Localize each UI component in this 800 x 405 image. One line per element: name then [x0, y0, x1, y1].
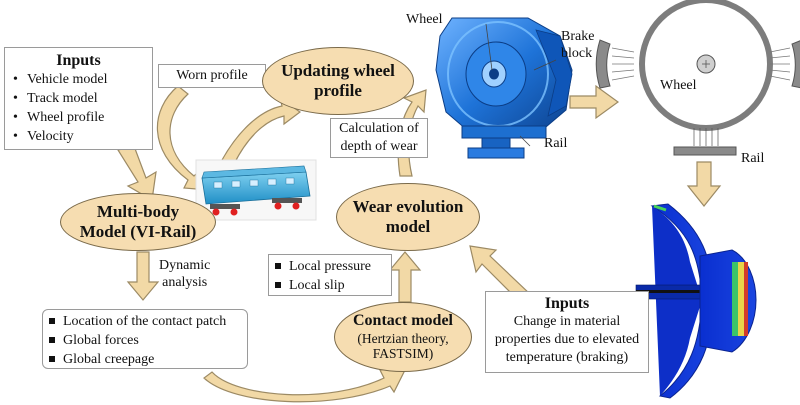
inputs-bottom-box: Inputs Change in material properties due… — [485, 291, 649, 373]
contact-line3: FASTSIM) — [372, 346, 434, 362]
schematic-label-wheel: Wheel — [660, 78, 697, 93]
arrow-contact-to-wear — [388, 251, 422, 303]
inputs-top-box: Inputs Vehicle model Track model Wheel p… — [4, 47, 153, 150]
multibody-line2: Model (VI-Rail) — [79, 222, 197, 241]
wear-line2: model — [385, 217, 431, 236]
inputs-top-item: Velocity — [11, 127, 146, 146]
wear-evolution-node: Wear evolution model — [336, 183, 480, 251]
wheel-3d-image — [435, 17, 573, 159]
dynamic-line1: Dynamic — [159, 258, 211, 273]
calculation-depth-box: Calculation of depth of wear — [330, 118, 428, 158]
inputs-bottom-line2: properties due to elevated — [494, 332, 640, 347]
wear-line1: Wear evolution — [352, 197, 464, 217]
fem-wheel-section-image — [635, 203, 757, 399]
dynamic-line2: analysis — [162, 274, 208, 290]
local-variables-list: Local pressure Local slip — [273, 257, 387, 295]
calc-line2: depth of wear — [340, 139, 418, 154]
updating-line1: Updating wheel — [281, 61, 395, 81]
inputs-bottom-line1: Change in material — [513, 314, 621, 329]
worn-profile-box: Worn profile — [158, 64, 266, 88]
brake-line1: Brake — [561, 29, 595, 44]
multibody-model-node: Multi-body Model (VI-Rail) — [60, 193, 216, 251]
local-variables-box: Local pressure Local slip — [268, 254, 392, 296]
wheel-3d-label-brake: Brake block — [561, 28, 594, 62]
arrow-multibody-down — [126, 251, 160, 301]
dynamic-analysis-label: Dynamic analysis — [159, 258, 210, 292]
local-variable-item: Local pressure — [273, 257, 387, 276]
multibody-line1: Multi-body — [96, 202, 180, 222]
schematic-label-rail: Rail — [741, 151, 765, 166]
inputs-top-item: Wheel profile — [11, 108, 146, 127]
arrow-coach-to-updating — [221, 96, 302, 165]
contact-model-node: Contact model (Hertzian theory, FASTSIM) — [334, 302, 472, 372]
wheel-schematic-image — [595, 0, 800, 156]
inputs-bottom-line3: temperature (braking) — [505, 350, 629, 365]
local-variable-item: Local slip — [273, 276, 387, 295]
contact-output-item: Global creepage — [47, 350, 243, 369]
wheel-3d-label-rail: Rail — [544, 136, 568, 151]
arrow-outputs-to-contact — [203, 367, 408, 403]
inputs-top-item: Track model — [11, 89, 146, 108]
inputs-bottom-title: Inputs — [544, 295, 590, 312]
train-coach-image — [195, 159, 317, 221]
calc-line1: Calculation of — [339, 121, 419, 136]
arrow-schematic-down — [686, 161, 722, 207]
contact-outputs-box: Location of the contact patch Global for… — [42, 309, 248, 369]
contact-title: Contact model — [353, 312, 453, 330]
inputs-top-list: Vehicle model Track model Wheel profile … — [11, 70, 146, 146]
updating-wheel-profile-node: Updating wheel profile — [262, 47, 414, 115]
worn-profile-label: Worn profile — [176, 68, 248, 83]
contact-line2: (Hertzian theory, — [357, 330, 449, 346]
brake-line2: block — [561, 46, 593, 61]
inputs-top-title: Inputs — [56, 52, 101, 69]
contact-output-item: Global forces — [47, 331, 243, 350]
arrow-inputs-to-multibody — [117, 145, 157, 201]
updating-line2: profile — [314, 81, 362, 100]
wheel-3d-label-wheel: Wheel — [406, 12, 443, 27]
arrow-wheel-to-schematic — [569, 84, 620, 120]
inputs-top-item: Vehicle model — [11, 70, 146, 89]
contact-output-item: Location of the contact patch — [47, 312, 243, 331]
contact-outputs-list: Location of the contact patch Global for… — [47, 312, 243, 369]
